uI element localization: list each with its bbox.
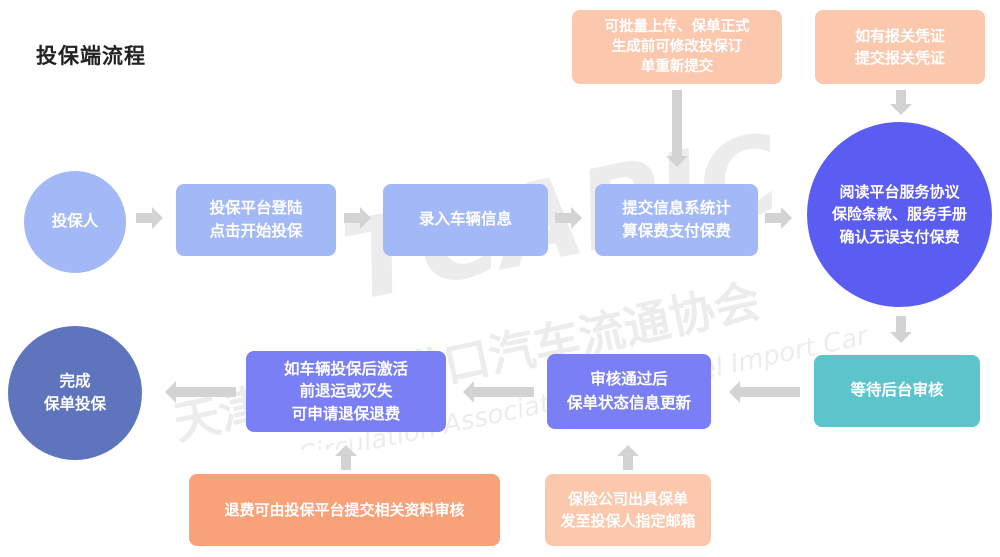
node-review-passed: 审核通过后 保单状态信息更新 [547,354,711,429]
arrow-left-3 [165,381,236,403]
note-customs: 如有报关凭证 提交报关凭证 [815,10,985,84]
arrow-right-4 [765,207,792,229]
node-await-review: 等待后台审核 [814,355,980,427]
arrow-down-review [890,316,912,343]
node-refund-rule: 如车辆投保后激活 前退运或灭失 可申请退保退费 [246,351,446,432]
page-title: 投保端流程 [36,44,146,68]
note-insurer: 保险公司出具保单 发至投保人指定邮箱 [545,474,711,546]
node-read-agreement: 阅读平台服务协议 保险条款、服务手册 确认无误支付保费 [807,122,992,307]
node-complete: 完成 保单投保 [8,326,142,460]
node-applicant: 投保人 [24,171,126,273]
note-refund: 退费可由投保平台提交相关资料审核 [189,474,500,546]
note-batch-upload: 可批量上传、保单正式 生成前可修改投保订 单重新提交 [572,10,782,84]
arrow-right-1 [136,207,163,229]
arrow-right-2 [344,207,371,229]
arrow-down-customs [890,90,912,115]
node-vehicle-entry: 录入车辆信息 [383,184,548,256]
arrow-up-refund [335,445,357,470]
node-login: 投保平台登陆 点击开始投保 [176,184,336,256]
node-submit-info: 提交信息系统计 算保费支付保费 [595,184,758,256]
arrow-right-3 [555,207,582,229]
arrow-down-batch [666,90,688,167]
arrow-left-2 [463,381,534,403]
arrow-left-1 [729,381,800,403]
arrow-up-insurer [617,445,639,470]
